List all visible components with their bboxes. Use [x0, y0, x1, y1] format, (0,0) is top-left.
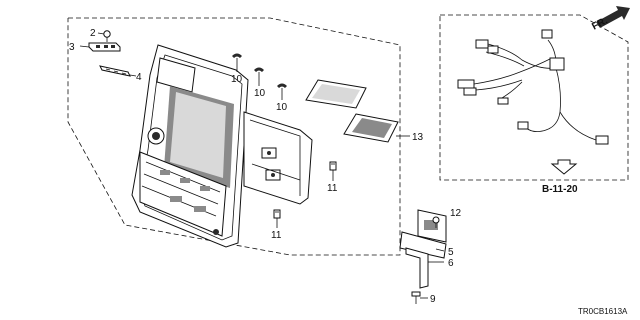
- callout-4: 4: [136, 72, 142, 83]
- wire-harness: [457, 29, 609, 145]
- rear-bracket: [243, 111, 313, 205]
- bolt-part-9: [411, 291, 421, 304]
- callout-10c: 10: [276, 102, 288, 113]
- bracket-part-3: [88, 42, 121, 52]
- assembly-boundary: [67, 17, 401, 256]
- direction-arrow-icon: [596, 6, 630, 28]
- center-panel-frame: [131, 44, 249, 248]
- reference-code-label: B-11-20: [542, 184, 578, 195]
- callout-11b: 11: [271, 230, 282, 241]
- clip-part-10c: [277, 83, 287, 88]
- leader-lines: [79, 32, 445, 299]
- clip-part-11a: [329, 161, 337, 171]
- callout-10b: 10: [254, 88, 266, 99]
- callout-6: 6: [448, 258, 454, 269]
- clip-part-11b: [273, 209, 281, 219]
- callout-10a: 10: [231, 74, 243, 85]
- callout-5: 5: [448, 247, 454, 258]
- mount-bracket-part-5: [399, 209, 447, 289]
- reference-arrow-icon: [550, 159, 578, 175]
- diagram-code-label: TR0CB1613A: [578, 307, 628, 316]
- callout-2: 2: [90, 28, 96, 39]
- connector-part-4: [99, 65, 131, 77]
- callout-9: 9: [430, 294, 436, 305]
- harness-boundary: [439, 14, 629, 181]
- clip-part-10a: [232, 53, 242, 58]
- screw-part-2: [103, 30, 111, 42]
- callout-3: 3: [69, 42, 75, 53]
- nut-part-12: [432, 216, 440, 224]
- label-sheet-lower: [343, 113, 399, 143]
- callout-12: 12: [450, 208, 462, 219]
- label-sheet-upper: [305, 79, 367, 109]
- clip-part-10b: [254, 67, 264, 72]
- callout-13: 13: [412, 132, 424, 143]
- callout-11a: 11: [327, 183, 338, 194]
